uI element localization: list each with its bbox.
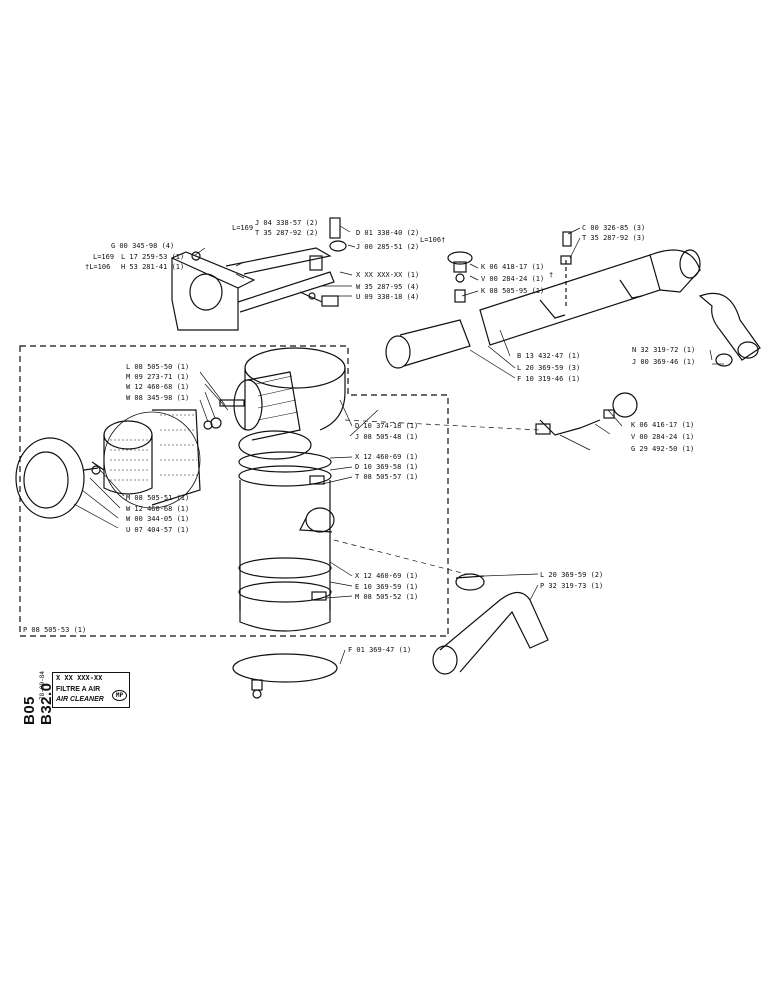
restriction-indicator-top xyxy=(447,251,473,303)
label-u07: U 07 404-57 (1) xyxy=(126,526,190,534)
label-t08: T 08 505-57 (1) xyxy=(355,473,419,481)
label-j00369: J 00 369-46 (1) xyxy=(632,358,696,366)
label-l169b: L=169 xyxy=(93,253,115,261)
label-m09: M 09 273-71 (1) xyxy=(126,373,190,381)
leader-lines xyxy=(73,225,724,665)
label-f10: F 10 319-46 (1) xyxy=(517,375,581,383)
sheet-date: 78-09-84 xyxy=(38,671,46,700)
outlet-hose-lower xyxy=(432,573,549,675)
label-g29: G 29 492-50 (1) xyxy=(631,445,695,453)
label-bracket-l169: L=169 xyxy=(232,224,254,232)
label-b13: B 13 432-47 (1) xyxy=(517,352,581,360)
label-j00285: J 00 285-51 (2) xyxy=(356,243,420,251)
label-w08: W 08 345-98 (1) xyxy=(126,394,190,402)
label-p08: P 08 505-53 (1) xyxy=(23,626,87,634)
label-k06b: K 06 416-17 (1) xyxy=(631,421,695,429)
label-l17: L 17 259-53 (1) xyxy=(121,253,185,261)
label-w00: W 00 344-05 (1) xyxy=(126,515,190,523)
title-french: FILTRE A AIR xyxy=(56,686,101,693)
label-d01: D 01 338-40 (2) xyxy=(356,229,420,237)
label-l20b: L 20 369-59 (2) xyxy=(540,571,604,579)
title-block xyxy=(52,672,130,708)
label-n32: N 32 319-72 (1) xyxy=(632,346,696,354)
label-j08: J 08 505-48 (1) xyxy=(355,433,419,441)
label-t35: T 35 287-92 (2) xyxy=(255,229,319,237)
filter-body-cylinder xyxy=(238,451,335,632)
label-f01: F 01 369-47 (1) xyxy=(348,646,412,654)
label-d10b: D 10 369-58 (1) xyxy=(355,463,419,471)
label-l106b: †L=106 xyxy=(85,263,111,271)
label-w12b: W 12 460-68 (1) xyxy=(126,505,190,513)
label-t35b: T 35 287-92 (3) xyxy=(582,234,646,242)
elbow-hose-right xyxy=(698,292,761,367)
title-english: AIR CLEANER xyxy=(56,696,104,703)
label-v00a: V 00 284-24 (1) xyxy=(481,275,545,283)
bracket-bolts xyxy=(299,291,339,307)
clamp-bolt xyxy=(562,231,572,247)
label-v00b: V 00 284-24 (1) xyxy=(631,433,695,441)
label-g00: G 00 345-98 (4) xyxy=(111,242,175,250)
label-k06a: K 06 418-17 (1) xyxy=(481,263,545,271)
restriction-indicator-side xyxy=(535,392,638,436)
label-l08: L 08 505-50 (1) xyxy=(126,363,190,371)
label-p32: P 32 319-73 (1) xyxy=(540,582,604,590)
title-ref: X XX XXX-XX xyxy=(56,674,103,682)
intake-pipe-upper xyxy=(385,249,701,369)
label-m08a: M 08 505-51 (1) xyxy=(126,494,190,502)
label-l20a: L 20 369-59 (3) xyxy=(517,364,581,372)
label-w35: W 35 287-95 (4) xyxy=(356,283,420,291)
band-clamp xyxy=(232,653,338,699)
label-k08: K 08 505-95 (1) xyxy=(481,287,545,295)
label-xref: X XX XXX-XX (1) xyxy=(356,271,420,279)
label-dagger: † xyxy=(549,271,554,279)
label-x12b: X 12 460-69 (1) xyxy=(355,572,419,580)
label-d10a: D 10 374-18 (1) xyxy=(355,422,419,430)
label-m08b: M 08 505-52 (1) xyxy=(355,593,419,601)
label-x12a: X 12 460-69 (1) xyxy=(355,453,419,461)
assembly-boundary xyxy=(19,345,449,637)
label-u09: U 09 338-18 (4) xyxy=(356,293,420,301)
filter-housing-elbow xyxy=(238,347,346,460)
label-c00: C 00 326-85 (3) xyxy=(582,224,646,232)
clamp-latch xyxy=(309,475,325,485)
end-cover xyxy=(15,437,105,519)
mounting-bracket xyxy=(171,217,347,331)
outer-filter-element xyxy=(103,409,201,509)
mp-mark: MP xyxy=(112,690,127,701)
label-l106a: L=106† xyxy=(420,236,446,244)
label-j04: J 04 338-57 (2) xyxy=(255,219,319,227)
inner-filter-element xyxy=(219,371,301,441)
label-w12a: W 12 460-68 (1) xyxy=(126,383,190,391)
label-h53: H 53 281-41 (1) xyxy=(121,263,185,271)
label-e10: E 10 369-59 (1) xyxy=(355,583,419,591)
